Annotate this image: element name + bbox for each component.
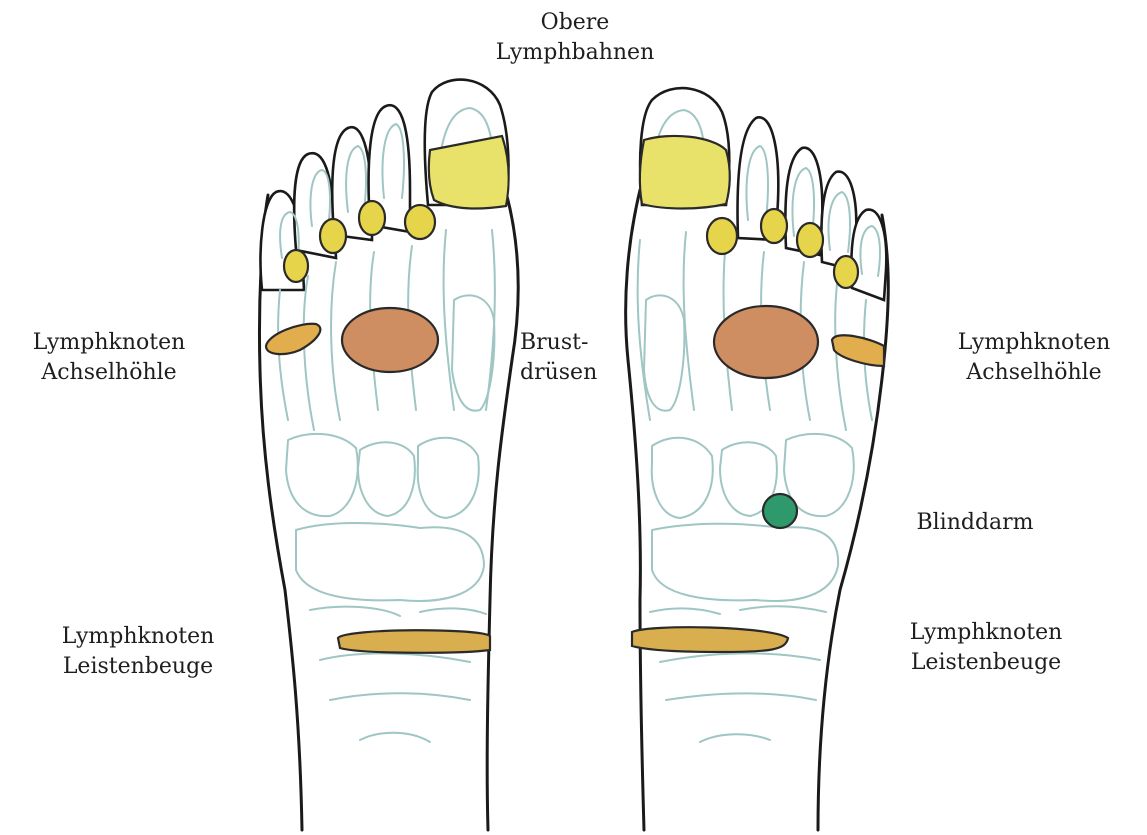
left-toe-lymph-4 (320, 219, 346, 253)
right-groin-zone (632, 627, 788, 652)
label-upper-lymph: Obere Lymphbahnen (470, 8, 680, 68)
left-toe-lymph-2 (405, 205, 435, 239)
label-axilla-left-line1: Lymphknoten (4, 328, 214, 358)
label-appendix: Blinddarm (890, 508, 1060, 538)
label-axilla-left-line2: Achselhöhle (4, 358, 214, 388)
right-toe-lymph-4 (797, 223, 823, 257)
label-axilla-right-line2: Achselhöhle (928, 358, 1140, 388)
right-toe-5 (851, 210, 886, 300)
left-toe-lymph-5 (284, 250, 308, 282)
label-breast-line2: drüsen (520, 358, 620, 388)
left-groin-zone (338, 630, 490, 653)
right-foot (626, 88, 889, 830)
label-groin-right-line1: Lymphknoten (876, 618, 1096, 648)
label-breast: Brust- drüsen (520, 328, 620, 388)
label-groin-left: Lymphknoten Leistenbeuge (28, 622, 248, 682)
left-foot (259, 80, 518, 830)
right-upper-lymph-zone (640, 136, 730, 209)
label-axilla-left: Lymphknoten Achselhöhle (4, 328, 214, 388)
left-breast-zone (342, 308, 438, 372)
label-groin-right: Lymphknoten Leistenbeuge (876, 618, 1096, 678)
right-toe-lymph-2 (707, 218, 737, 254)
label-upper-lymph-line1: Obere (470, 8, 680, 38)
label-axilla-right-line1: Lymphknoten (928, 328, 1140, 358)
label-appendix-line1: Blinddarm (890, 508, 1060, 538)
label-breast-line1: Brust- (520, 328, 620, 358)
left-upper-lymph-zone (429, 136, 509, 208)
label-upper-lymph-line2: Lymphbahnen (470, 38, 680, 68)
right-axilla-zone (832, 335, 884, 366)
label-groin-left-line2: Leistenbeuge (28, 652, 248, 682)
right-toe-lymph-5 (834, 256, 858, 288)
right-breast-zone (714, 306, 818, 378)
right-toe-lymph-3 (761, 209, 787, 243)
label-groin-right-line2: Leistenbeuge (876, 648, 1096, 678)
label-axilla-right: Lymphknoten Achselhöhle (928, 328, 1140, 388)
label-groin-left-line1: Lymphknoten (28, 622, 248, 652)
appendix-zone (763, 494, 797, 528)
left-axilla-zone (266, 324, 320, 354)
left-toe-lymph-3 (359, 201, 385, 235)
